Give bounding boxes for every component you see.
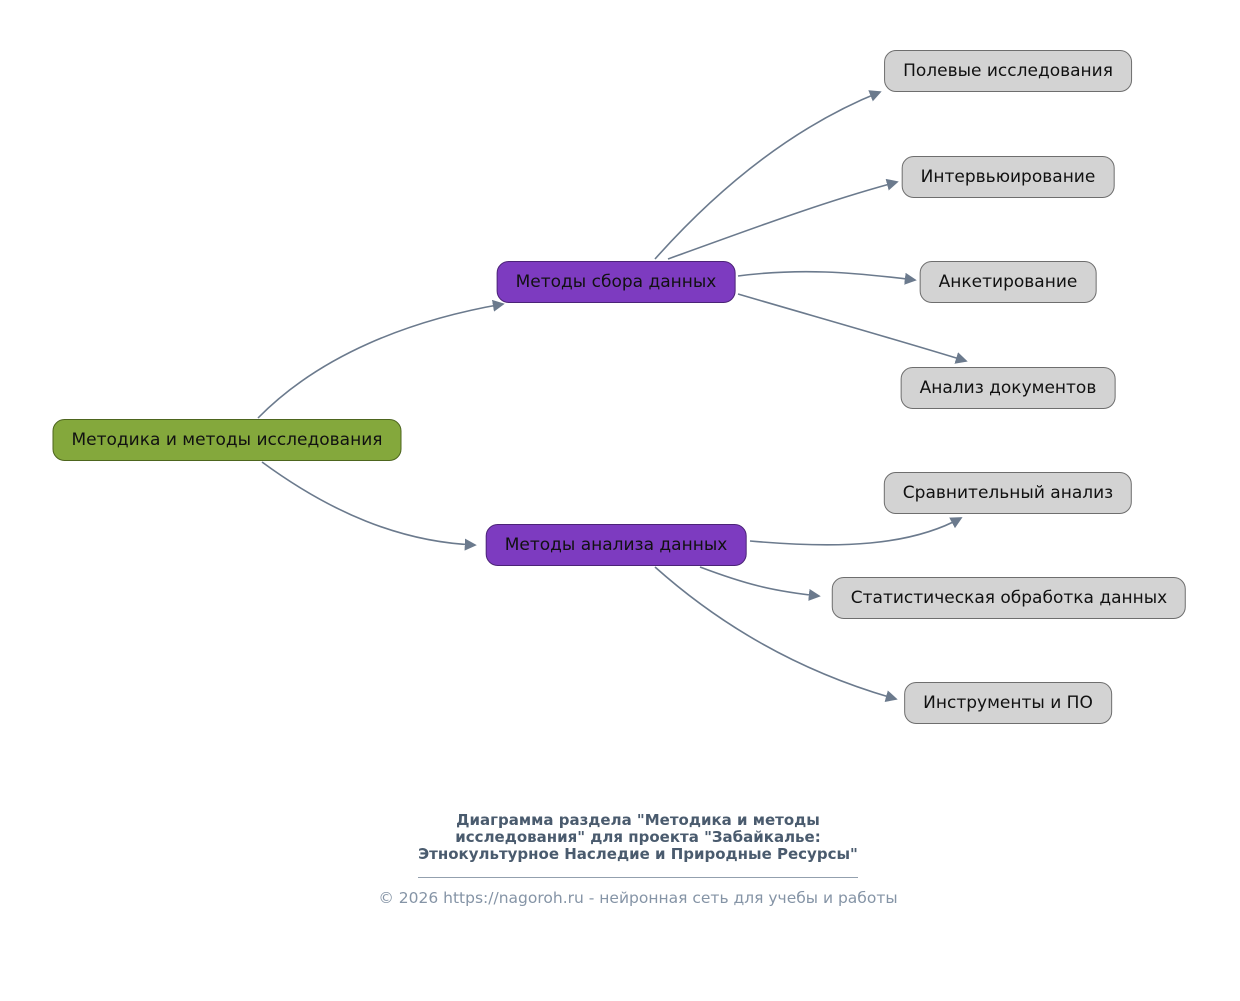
- edge-root-analyze: [261, 461, 477, 551]
- comparative-analysis-node: Сравнительный анализ: [883, 472, 1133, 514]
- statistical-processing-node: Статистическая обработка данных: [831, 577, 1187, 619]
- edge-root-collect: [257, 299, 505, 419]
- edge-analyze-comparative: [749, 517, 963, 546]
- footer-title-line-3: Этнокультурное Наследие и Природные Ресу…: [418, 845, 858, 863]
- edge-collect-interviewing: [667, 178, 899, 260]
- footer-copyright: © 2026 https://nagoroh.ru - нейронная се…: [378, 889, 898, 907]
- interviewing-node: Интервьюирование: [901, 156, 1115, 198]
- document-analysis-node: Анализ документов: [900, 367, 1116, 409]
- edge-collect-surveying: [737, 270, 917, 285]
- root-node: Методика и методы исследования: [52, 419, 402, 461]
- footer-title-line-1: Диаграмма раздела "Методика и методы: [456, 811, 820, 829]
- edge-collect-document-analysis: [737, 293, 968, 364]
- field-research-node: Полевые исследования: [884, 50, 1132, 92]
- footer-divider: [418, 877, 858, 878]
- branch-data-analysis-node: Методы анализа данных: [485, 524, 747, 566]
- edge-collect-field-research: [654, 90, 882, 260]
- surveying-node: Анкетирование: [919, 261, 1097, 303]
- diagram-footer: Диаграмма раздела "Методика и методы исс…: [358, 812, 918, 908]
- edge-analyze-statistical: [699, 566, 821, 601]
- footer-title: Диаграмма раздела "Методика и методы исс…: [358, 812, 918, 863]
- branch-data-collection-node: Методы сбора данных: [496, 261, 736, 303]
- tools-software-node: Инструменты и ПО: [904, 682, 1112, 724]
- footer-title-line-2: исследования" для проекта "Забайкалье:: [455, 828, 821, 846]
